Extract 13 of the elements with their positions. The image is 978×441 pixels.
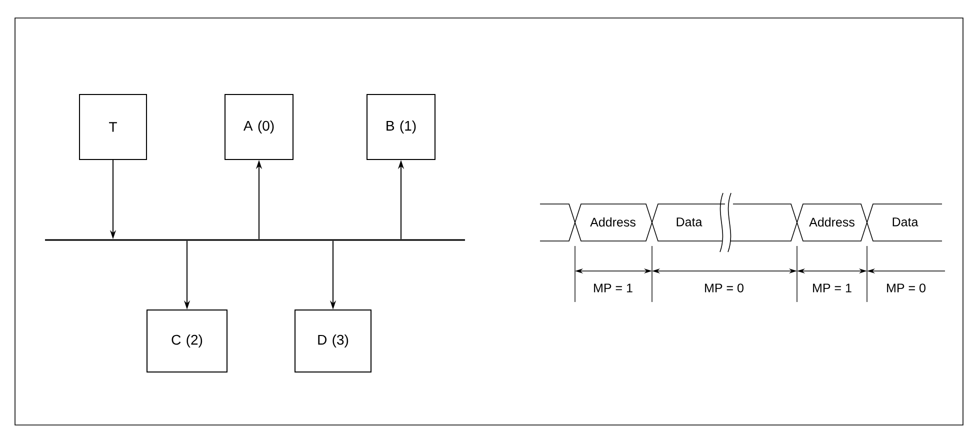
signal-label: Address — [590, 217, 636, 227]
unit-box: D (3) — [294, 309, 372, 372]
dimension-label: MP = 0 — [887, 284, 926, 292]
signal-label: Address — [809, 217, 854, 227]
unit-box: A (0) — [224, 94, 294, 160]
signal-label: Data — [892, 218, 918, 226]
unit-box: T — [79, 94, 147, 160]
dimension-label: MP = 1 — [813, 284, 852, 292]
dimension-label: MP = 1 — [594, 284, 632, 292]
dimension-label: MP = 0 — [705, 284, 744, 292]
unit-box: B (1) — [366, 94, 436, 160]
signal-label: Data — [676, 218, 702, 226]
unit-box: C (2) — [146, 309, 228, 372]
